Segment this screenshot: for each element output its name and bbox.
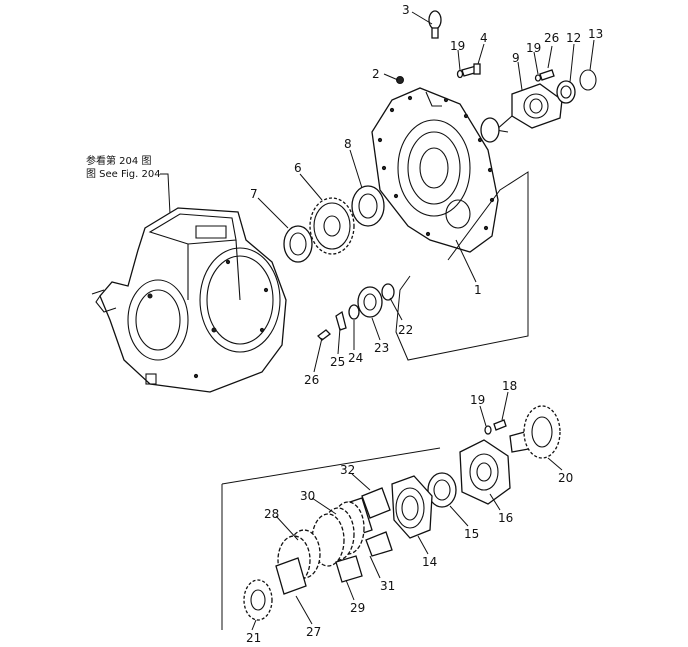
label-31: 31: [380, 579, 395, 593]
label-24: 24: [348, 351, 363, 365]
label-8: 8: [344, 137, 352, 151]
label-30: 30: [300, 489, 315, 503]
part-12-bearing: [556, 80, 576, 104]
part-3-eye-bolt: [428, 10, 442, 39]
label-22: 22: [398, 323, 413, 337]
part-8-bearing: [351, 185, 385, 227]
label-7: 7: [250, 187, 258, 201]
part-27-plate: [275, 557, 307, 595]
part-14-retainer: [391, 475, 433, 539]
part-19-washer-cage: [534, 74, 542, 82]
part-2-plug: [396, 76, 404, 84]
part-19-washer-top: [456, 69, 464, 79]
seal-ring: [480, 117, 500, 143]
transmission-case: [91, 207, 287, 393]
part-19-washer-lower: [484, 425, 492, 435]
label-4: 4: [480, 31, 488, 45]
label-12: 12: [566, 31, 581, 45]
part-6-gear: [309, 197, 355, 255]
label-2: 2: [372, 67, 380, 81]
part-26-bolt-lower: [317, 329, 331, 341]
label-13: 13: [588, 27, 603, 41]
label-18: 18: [502, 379, 517, 393]
label-19-lower: 19: [470, 393, 485, 407]
assembly-guide-line-lower: [221, 447, 441, 630]
part-21-gear: [243, 579, 273, 621]
label-6: 6: [294, 161, 302, 175]
part-16-cover: [459, 439, 511, 505]
label-32: 32: [340, 463, 355, 477]
part-7-bearing: [283, 225, 313, 263]
label-26-cage: 26: [544, 31, 559, 45]
label-14: 14: [422, 555, 437, 569]
part-22-snap-ring: [381, 283, 395, 301]
part-30-disc-pack: [311, 501, 365, 567]
label-19-cage: 19: [526, 41, 541, 55]
label-1: 1: [474, 283, 482, 297]
part-20-pinion: [509, 405, 561, 459]
part-15-bearing: [427, 472, 457, 508]
label-9: 9: [512, 51, 520, 65]
label-16: 16: [498, 511, 513, 525]
leader-lines: [251, 11, 595, 631]
part-labels: 3 2 19 4 9 19 26 12 13 8 6 7 1 22 23 24 …: [246, 3, 603, 645]
part-1-cover-plate: [371, 87, 499, 253]
label-29: 29: [350, 601, 365, 615]
label-15: 15: [464, 527, 479, 541]
label-19-top: 19: [450, 39, 465, 53]
part-29-plate: [335, 555, 363, 583]
label-27: 27: [306, 625, 321, 639]
part-24-washer: [348, 304, 360, 320]
label-26-lower: 26: [304, 373, 319, 387]
label-25: 25: [330, 355, 345, 369]
label-28: 28: [264, 507, 279, 521]
reference-note-line2: 图 See Fig. 204: [86, 168, 161, 180]
label-21: 21: [246, 631, 261, 645]
part-26-bolt-cage: [539, 69, 555, 81]
label-20: 20: [558, 471, 573, 485]
reference-note-line1: 参看第 204 图: [86, 154, 151, 167]
reference-leader: [160, 173, 171, 215]
part-25-lock-plate: [335, 310, 347, 331]
part-9-bearing-cage: [494, 83, 563, 133]
part-32-plate: [361, 487, 393, 557]
assembly-guide-line-upper: [395, 171, 529, 361]
part-18-bolt: [493, 419, 507, 431]
label-23: 23: [374, 341, 389, 355]
part-4-bolt: [461, 63, 481, 77]
part-13-snap-ring: [579, 69, 597, 91]
label-3: 3: [402, 3, 410, 17]
part-23-bearing: [357, 286, 383, 318]
